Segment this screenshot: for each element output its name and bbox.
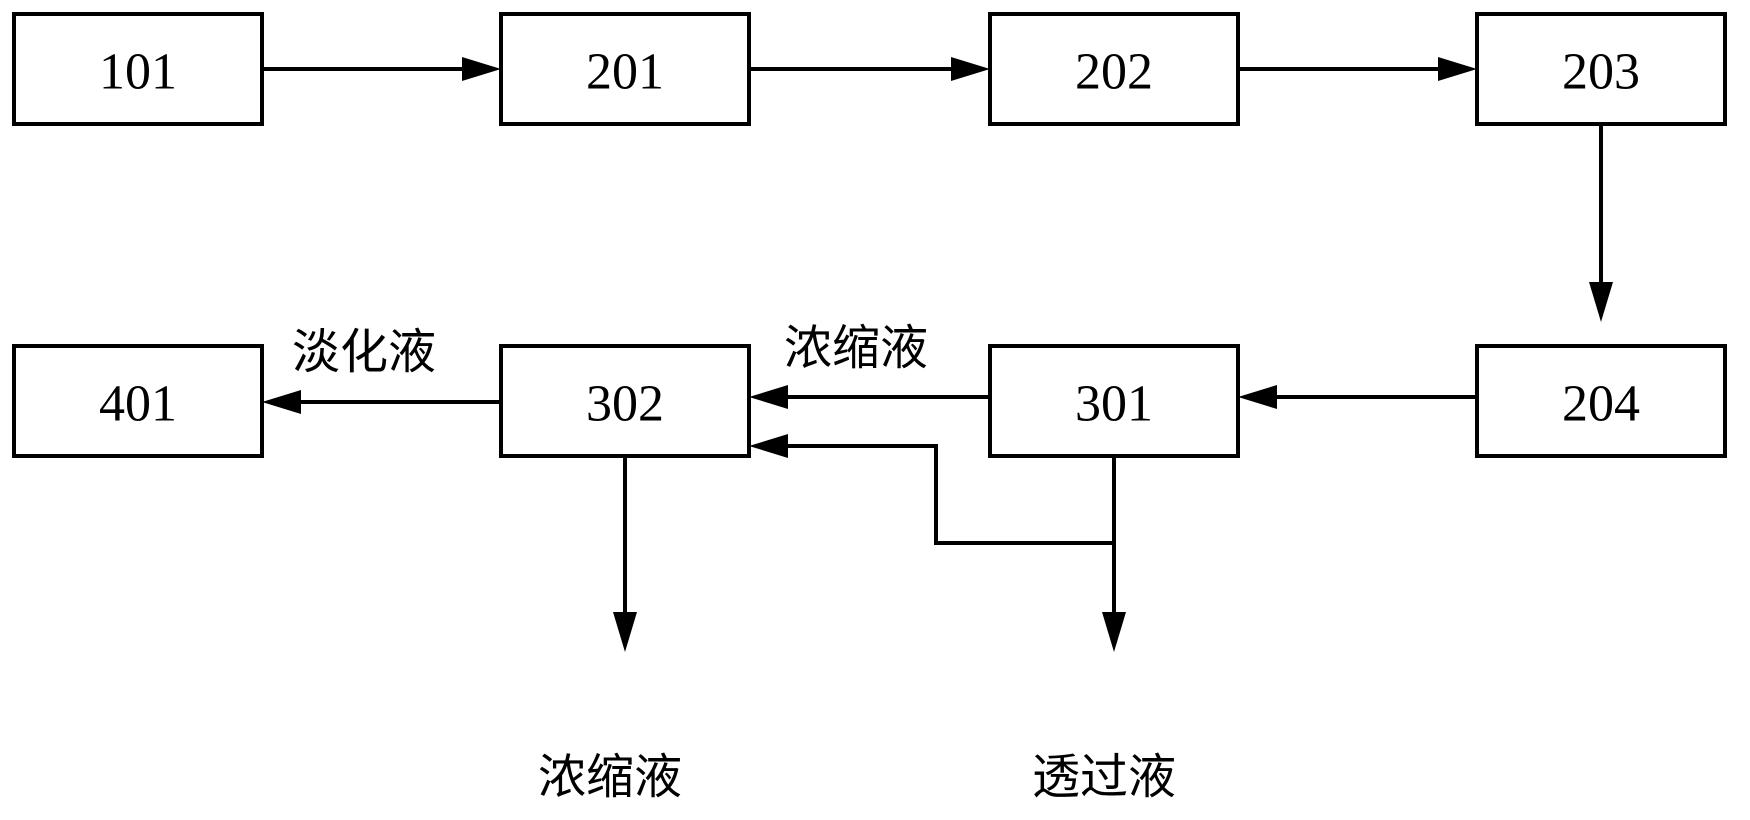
arrow-201-to-202 (749, 57, 990, 81)
arrow-301-to-302 (749, 385, 990, 409)
node-101-label: 101 (99, 44, 177, 101)
node-301-label: 301 (1075, 376, 1153, 433)
node-201-label: 201 (586, 44, 664, 101)
node-401: 401 (12, 344, 264, 458)
label-diluted-liquid: 淡化液 (292, 324, 436, 380)
node-202: 202 (988, 12, 1240, 126)
node-202-label: 202 (1075, 44, 1153, 101)
label-concentrate-outlet: 浓缩液 (538, 749, 682, 805)
arrow-204-to-301 (1238, 385, 1477, 409)
label-concentrate-to-302: 浓缩液 (784, 320, 928, 376)
node-302-label: 302 (586, 376, 664, 433)
node-101: 101 (12, 12, 264, 126)
recycle-loop-301-to-302 (749, 434, 1114, 545)
node-301: 301 (988, 344, 1240, 458)
node-401-label: 401 (99, 376, 177, 433)
arrow-202-to-203 (1238, 57, 1477, 81)
node-204: 204 (1475, 344, 1727, 458)
node-201: 201 (499, 12, 751, 126)
node-203: 203 (1475, 12, 1727, 126)
arrow-203-to-204 (1589, 124, 1613, 322)
arrow-302-outlet (613, 456, 637, 652)
node-204-label: 204 (1562, 376, 1640, 433)
node-302: 302 (499, 344, 751, 458)
label-permeate-outlet: 透过液 (1032, 749, 1176, 805)
node-203-label: 203 (1562, 44, 1640, 101)
arrow-302-to-401 (262, 390, 501, 414)
arrow-301-outlet (1102, 456, 1126, 652)
arrow-101-to-201 (262, 57, 501, 81)
